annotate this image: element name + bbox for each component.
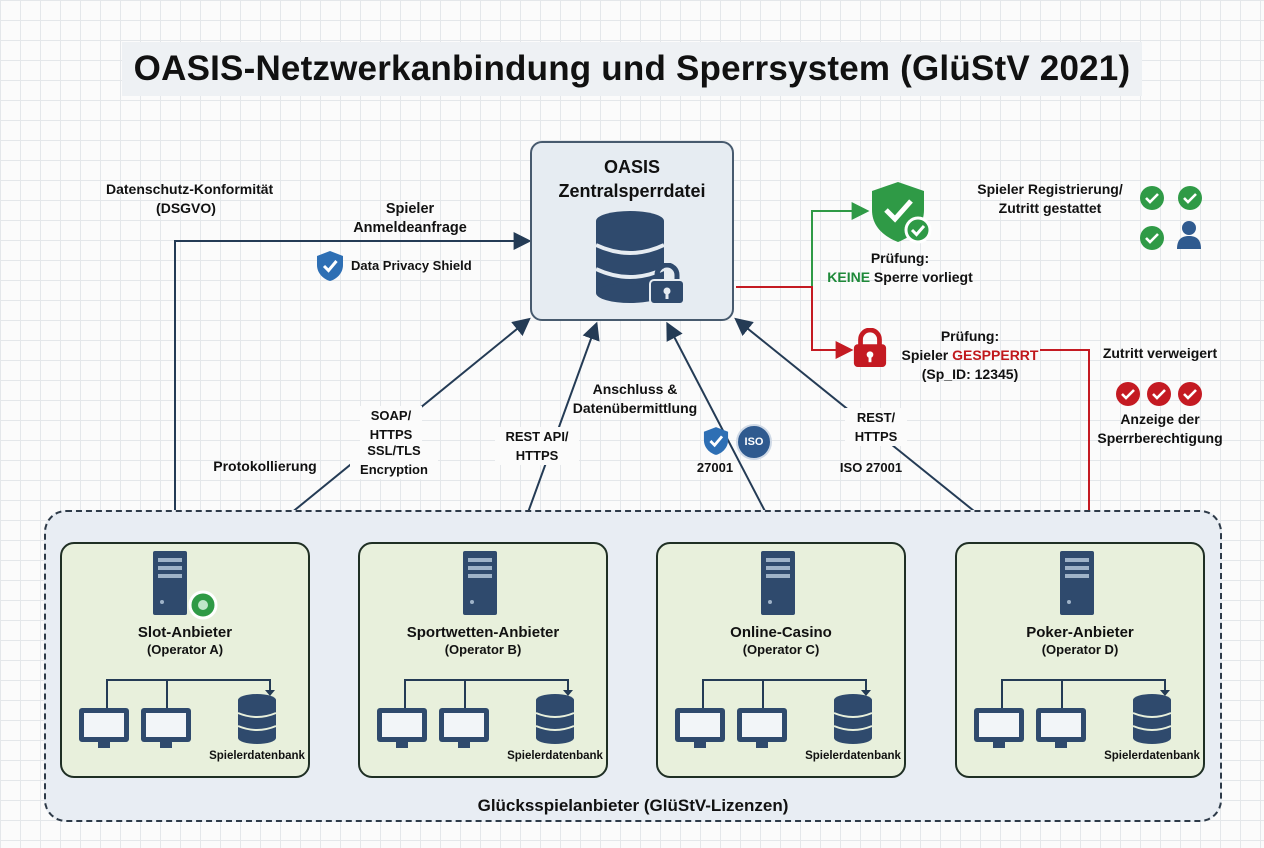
operator-name: Poker-Anbieter (1026, 624, 1134, 641)
block-check-line3: (Sp_ID: 12345) (921, 366, 1019, 382)
rest-https-line2: HTTPS (854, 429, 898, 444)
soap-line1: SOAP/ (370, 408, 412, 423)
request-line (174, 232, 532, 520)
rest-api-label: REST API/ HTTPS (495, 427, 579, 465)
display-line2: Sperrberechtigung (1097, 430, 1223, 446)
anschluss-label: Anschluss & Datenübermittlung (560, 380, 710, 418)
diagram-title: OASIS-Netzwerkanbindung und Sperrsystem … (122, 42, 1142, 96)
operator-sub: (Operator C) (742, 642, 820, 657)
iso-d-label: ISO 27001 (839, 460, 903, 475)
operator-network (974, 679, 1170, 748)
compliance-line2: (DSGVO) (156, 200, 216, 216)
server-icon (761, 551, 795, 615)
oasis-core-title: OASIS Zentralsperrdatei (532, 155, 732, 203)
iso-badge-icon: ISO (736, 424, 772, 460)
group-label: Glücksspielanbieter (GlüStV-Lizenzen) (477, 796, 789, 815)
soap-label: SOAP/ HTTPS (360, 406, 422, 444)
ok-result-label: Spieler Registrierung/ Zutritt gestattet (968, 180, 1132, 218)
operator-name: Online-Casino (730, 624, 832, 641)
ssl-line2: Encryption (360, 462, 428, 477)
anschluss-line2: Datenübermittlung (572, 400, 698, 416)
slot-badge-icon (188, 590, 218, 620)
database-icon (833, 694, 873, 744)
rest-api-line1: REST API/ (505, 429, 569, 444)
request-line1: Spieler (385, 201, 435, 217)
operator-name: Sportwetten-Anbieter (406, 624, 560, 641)
gesperrt-text: GESPPERRT (952, 347, 1039, 363)
check-circle-icon (1178, 186, 1202, 210)
red-check-icon (1147, 382, 1171, 406)
database-icon (237, 694, 277, 744)
operator-network (79, 679, 275, 748)
lock-icon (649, 263, 685, 305)
operator-db-label: Spielerdatenbank (805, 750, 901, 762)
protokollierung-label: Protokollierung (213, 458, 317, 474)
ok-result-line1: Spieler Registrierung/ (977, 181, 1123, 197)
red-check-icon (1116, 382, 1140, 406)
shield-check-icon (872, 182, 932, 244)
deny-path (1040, 349, 1098, 542)
ok-check-line2: KEINE Sperre vorliegt (815, 268, 985, 287)
operator-name: Slot-Anbieter (137, 624, 233, 641)
check-circle-icon (1140, 186, 1164, 210)
ssl-label: SSL/TLS Encryption (350, 441, 438, 479)
soap-line2: HTTPS (369, 427, 413, 442)
operator-db-label: Spielerdatenbank (507, 750, 603, 762)
server-icon (153, 551, 187, 615)
block-check-line1: Prüfung: (940, 328, 1000, 344)
ssl-line1: SSL/TLS (367, 443, 421, 458)
privacy-shield-label: Data Privacy Shield (351, 258, 472, 273)
oasis-core-box: OASIS Zentralsperrdatei (530, 141, 734, 321)
server-icon (463, 551, 497, 615)
compliance-label: Datenschutz-Konformität (DSGVO) (106, 180, 274, 218)
red-lock-icon (853, 328, 887, 367)
rest-api-line2: HTTPS (515, 448, 559, 463)
rest-https-label: REST/ HTTPS (845, 408, 907, 446)
display-label: Anzeige der Sperrberechtigung (1088, 410, 1232, 448)
request-label: Spieler Anmeldeanfrage (340, 200, 480, 238)
database-icon (535, 694, 575, 744)
iso-c-label: 27001 (696, 460, 734, 475)
user-icon (1177, 221, 1201, 249)
oasis-core-line1: OASIS (603, 157, 660, 177)
ok-check-line1: Prüfung: (870, 250, 930, 266)
operator-box-c: Online-Casino (Operator C) Spielerdatenb… (656, 542, 906, 778)
database-icon (595, 211, 665, 303)
anschluss-line1: Anschluss & (592, 381, 678, 397)
operator-network (675, 679, 871, 748)
operator-box-b: Sportwetten-Anbieter (Operator B) Spiele… (358, 542, 608, 778)
shield-icon (317, 251, 343, 281)
denied-label: Zutritt verweigert (1102, 345, 1218, 361)
compliance-line1: Datenschutz-Konformität (106, 181, 274, 197)
display-line1: Anzeige der (1120, 411, 1200, 427)
operator-sub: (Operator B) (444, 642, 522, 657)
ok-result-line2: Zutritt gestattet (998, 200, 1102, 216)
check-circle-icon (1140, 226, 1164, 250)
keine-text: KEINE (827, 269, 871, 285)
shield-icon (703, 427, 729, 455)
oasis-core-line2: Zentralsperrdatei (558, 181, 706, 201)
operator-network (377, 679, 573, 748)
database-icon (1132, 694, 1172, 744)
red-check-icon (1178, 382, 1202, 406)
block-path (736, 286, 854, 359)
server-icon (1060, 551, 1094, 615)
block-check-line2: Spieler GESPPERRT (890, 346, 1050, 365)
operator-sub: (Operator A) (146, 642, 224, 657)
spieler-text: Spieler (901, 347, 953, 363)
operator-box-d: Poker-Anbieter (Operator D) Spielerdaten… (955, 542, 1205, 778)
block-check-label: Prüfung: Spieler GESPPERRT (Sp_ID: 12345… (890, 327, 1050, 384)
operator-sub: (Operator D) (1041, 642, 1119, 657)
operator-db-label: Spielerdatenbank (209, 750, 305, 762)
sperre-text: Sperre vorliegt (870, 269, 973, 285)
ok-check-label: Prüfung: KEINE Sperre vorliegt (815, 249, 985, 287)
operator-box-a: Slot-Anbieter (Operator A) Spielerdatenb… (60, 542, 310, 778)
operator-db-label: Spielerdatenbank (1104, 750, 1200, 762)
rest-https-line1: REST/ (856, 410, 896, 425)
request-line2: Anmeldeanfrage (353, 220, 467, 236)
